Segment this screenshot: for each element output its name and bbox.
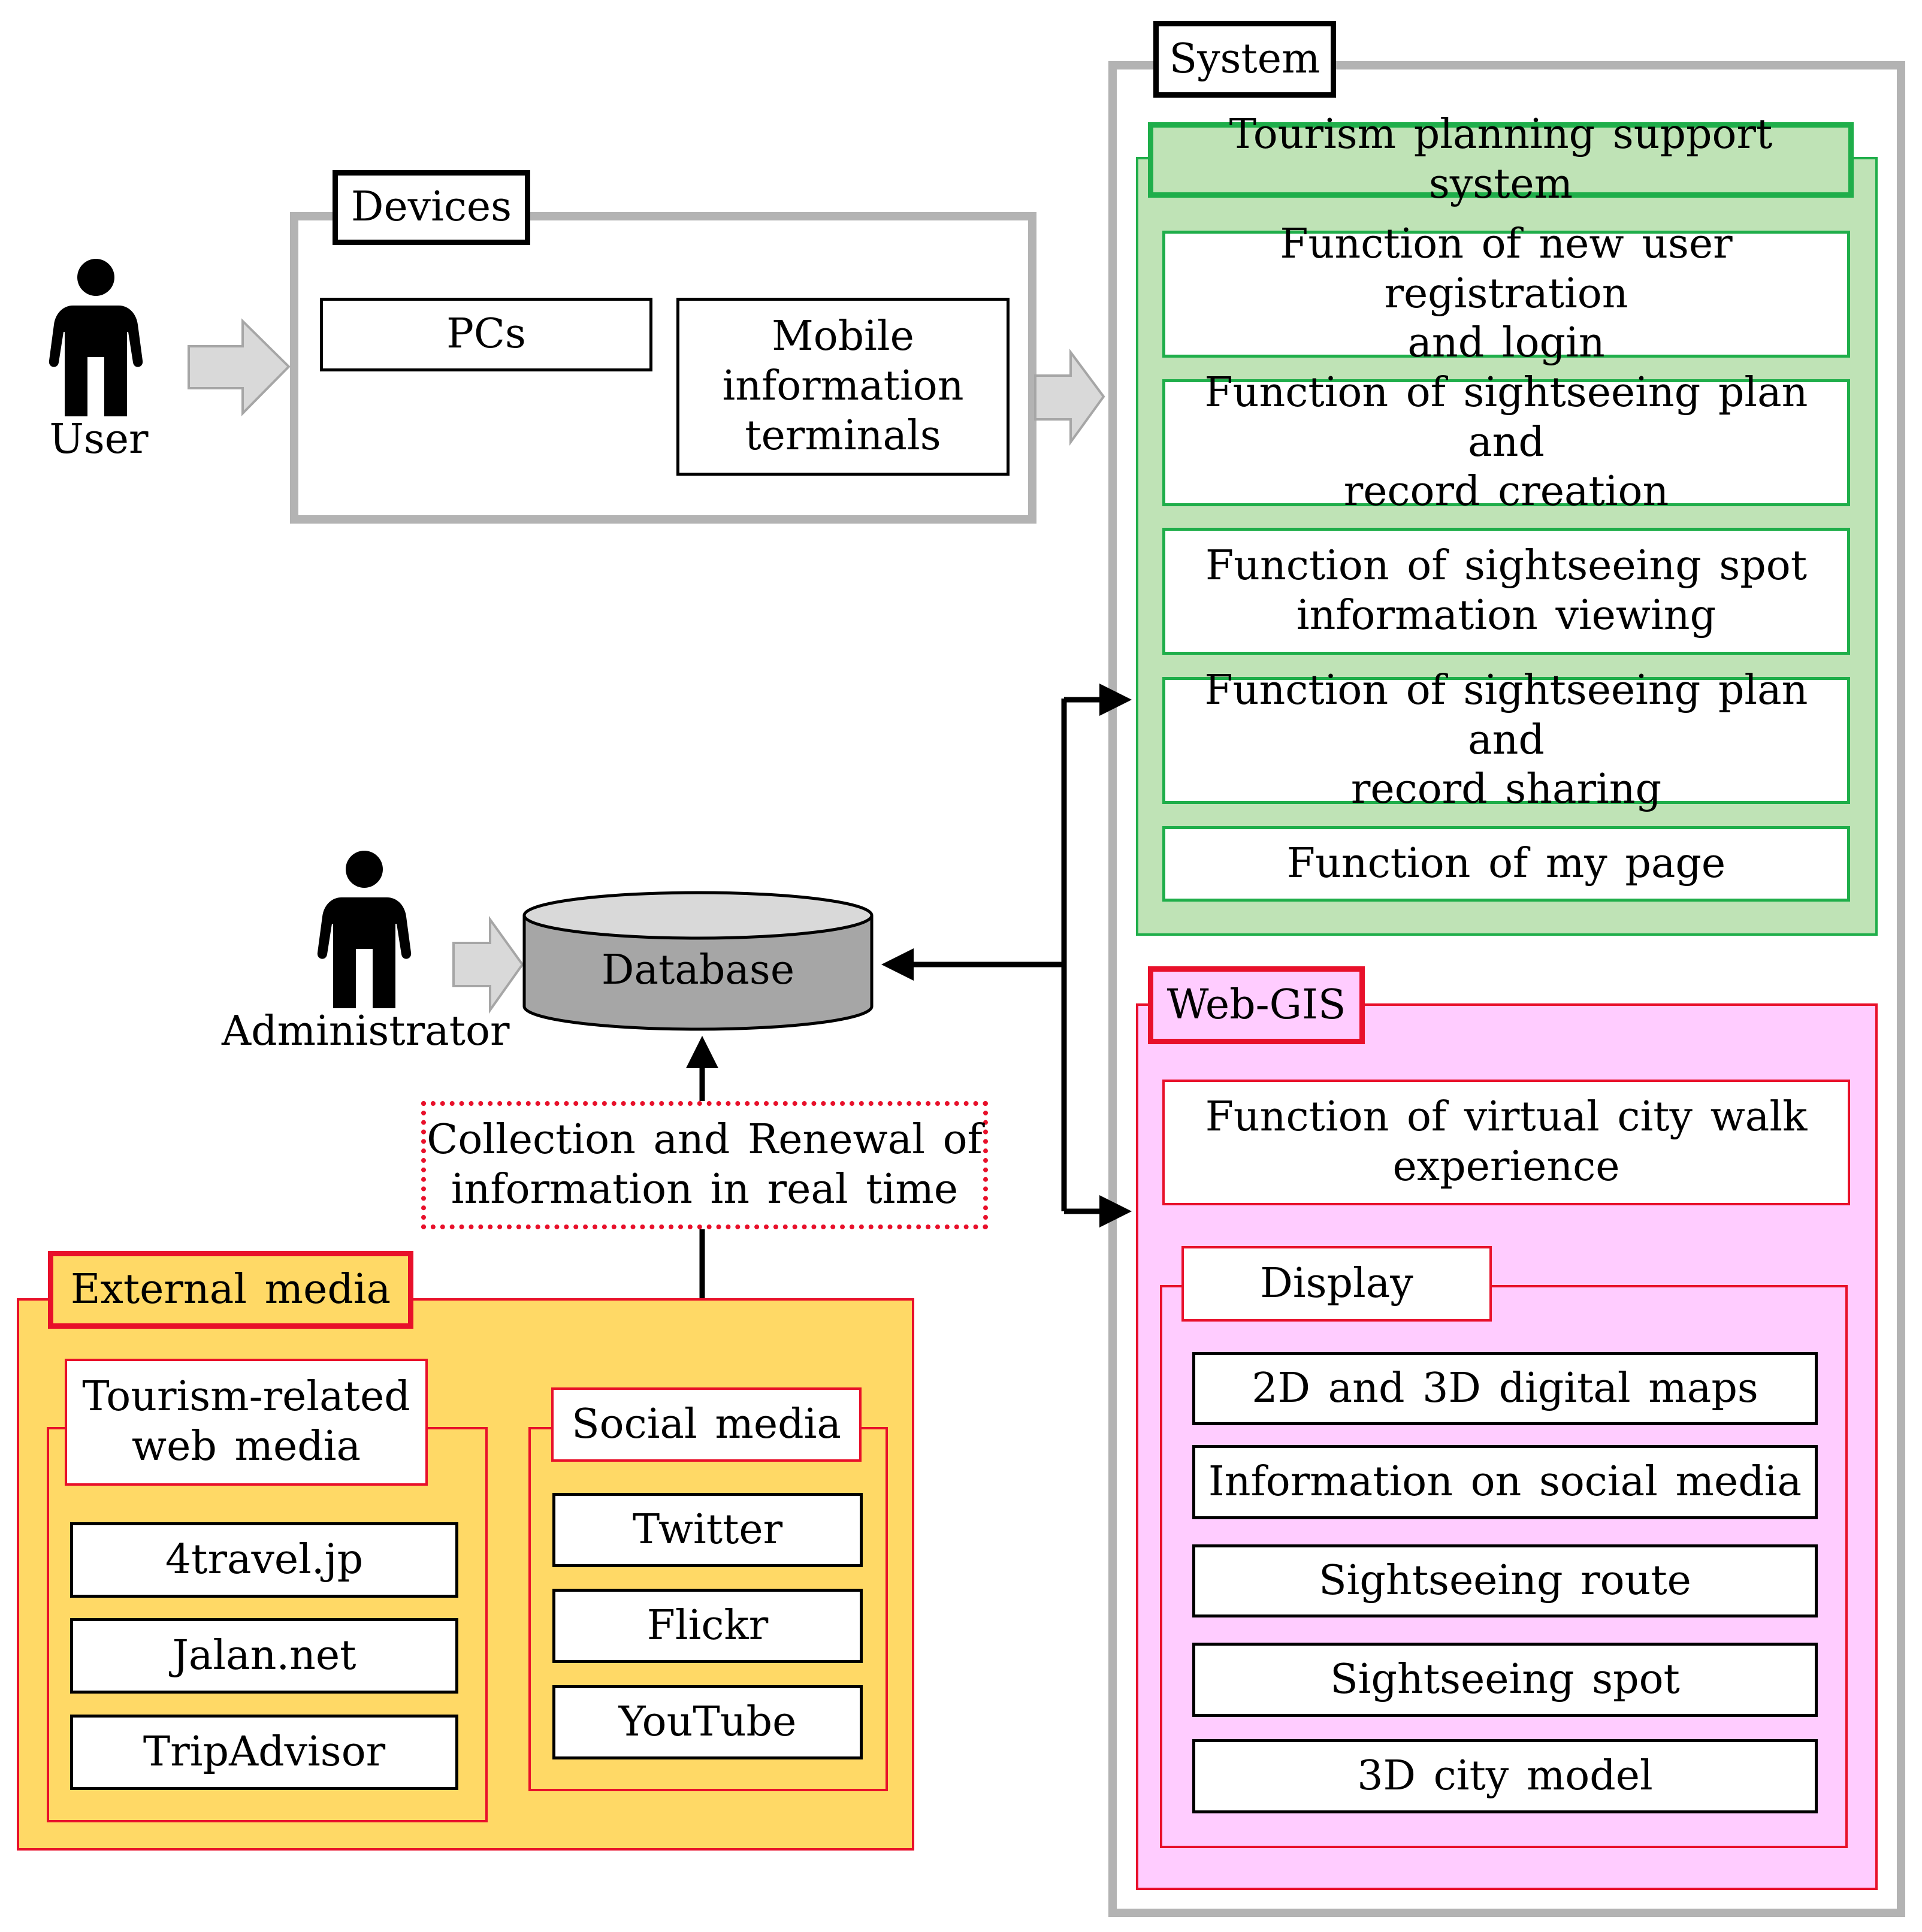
display-item-sightseeing-spot: Sightseeing spot xyxy=(1192,1643,1818,1717)
database-label: Database xyxy=(601,947,795,994)
web-media-tripadvisor: TripAdvisor xyxy=(70,1715,458,1790)
social-media-title: Social media xyxy=(551,1387,862,1462)
database-cylinder-icon xyxy=(522,891,874,1031)
arrow-right-icon xyxy=(452,915,524,1014)
web-media-4travel: 4travel.jp xyxy=(70,1522,458,1598)
devices-title-text: Devices xyxy=(350,183,512,231)
function-virtual-city-walk: Function of virtual city walk experience xyxy=(1162,1080,1850,1205)
external-media-title: External media xyxy=(48,1251,413,1329)
database-connector xyxy=(686,684,1132,1298)
display-item-3d-city-model: 3D city model xyxy=(1192,1739,1818,1813)
person-icon xyxy=(49,259,143,416)
function-spot-info-viewing: Function of sightseeing spot information… xyxy=(1162,528,1850,655)
webgis-title-text: Web-GIS xyxy=(1167,981,1346,1029)
function-my-page: Function of my page xyxy=(1162,826,1850,902)
social-youtube: YouTube xyxy=(552,1685,863,1759)
devices-title: Devices xyxy=(333,170,530,245)
display-item-sightseeing-route: Sightseeing route xyxy=(1192,1544,1818,1617)
arrow-right-icon xyxy=(188,318,291,416)
tourism-system-title-text: Tourism planning support system xyxy=(1229,111,1773,208)
display-item-digital-maps: 2D and 3D digital maps xyxy=(1192,1352,1818,1425)
display-item-social-media-info: Information on social media xyxy=(1192,1445,1818,1519)
external-media-title-text: External media xyxy=(70,1265,391,1313)
display-title-text: Display xyxy=(1260,1259,1413,1307)
device-mobile-terminals: Mobile information terminals xyxy=(676,298,1010,476)
tourism-web-media-title: Tourism-related web media xyxy=(65,1359,428,1486)
system-title: System xyxy=(1153,21,1336,98)
webgis-title: Web-GIS xyxy=(1148,966,1365,1044)
function-plan-record-sharing: Function of sightseeing plan and record … xyxy=(1162,667,1850,813)
system-title-text: System xyxy=(1169,35,1320,83)
collection-renewal-box: Collection and Renewal of information in… xyxy=(421,1101,988,1229)
administrator-label: Administrator xyxy=(222,1008,510,1055)
social-media-title-text: Social media xyxy=(572,1400,841,1448)
person-icon xyxy=(317,851,412,1008)
web-media-jalan: Jalan.net xyxy=(70,1618,458,1694)
function-plan-record-creation: Function of sightseeing plan and record … xyxy=(1162,369,1850,515)
tourism-web-media-title-text: Tourism-related web media xyxy=(82,1373,410,1470)
display-title: Display xyxy=(1181,1246,1492,1322)
tourism-system-title: Tourism planning support system xyxy=(1148,111,1854,208)
social-twitter: Twitter xyxy=(552,1493,863,1567)
user-label: User xyxy=(49,416,149,463)
device-pcs: PCs xyxy=(320,298,652,371)
social-flickr: Flickr xyxy=(552,1589,863,1663)
function-registration-login: Function of new user registration and lo… xyxy=(1162,220,1850,367)
arrow-right-icon xyxy=(1034,348,1105,446)
